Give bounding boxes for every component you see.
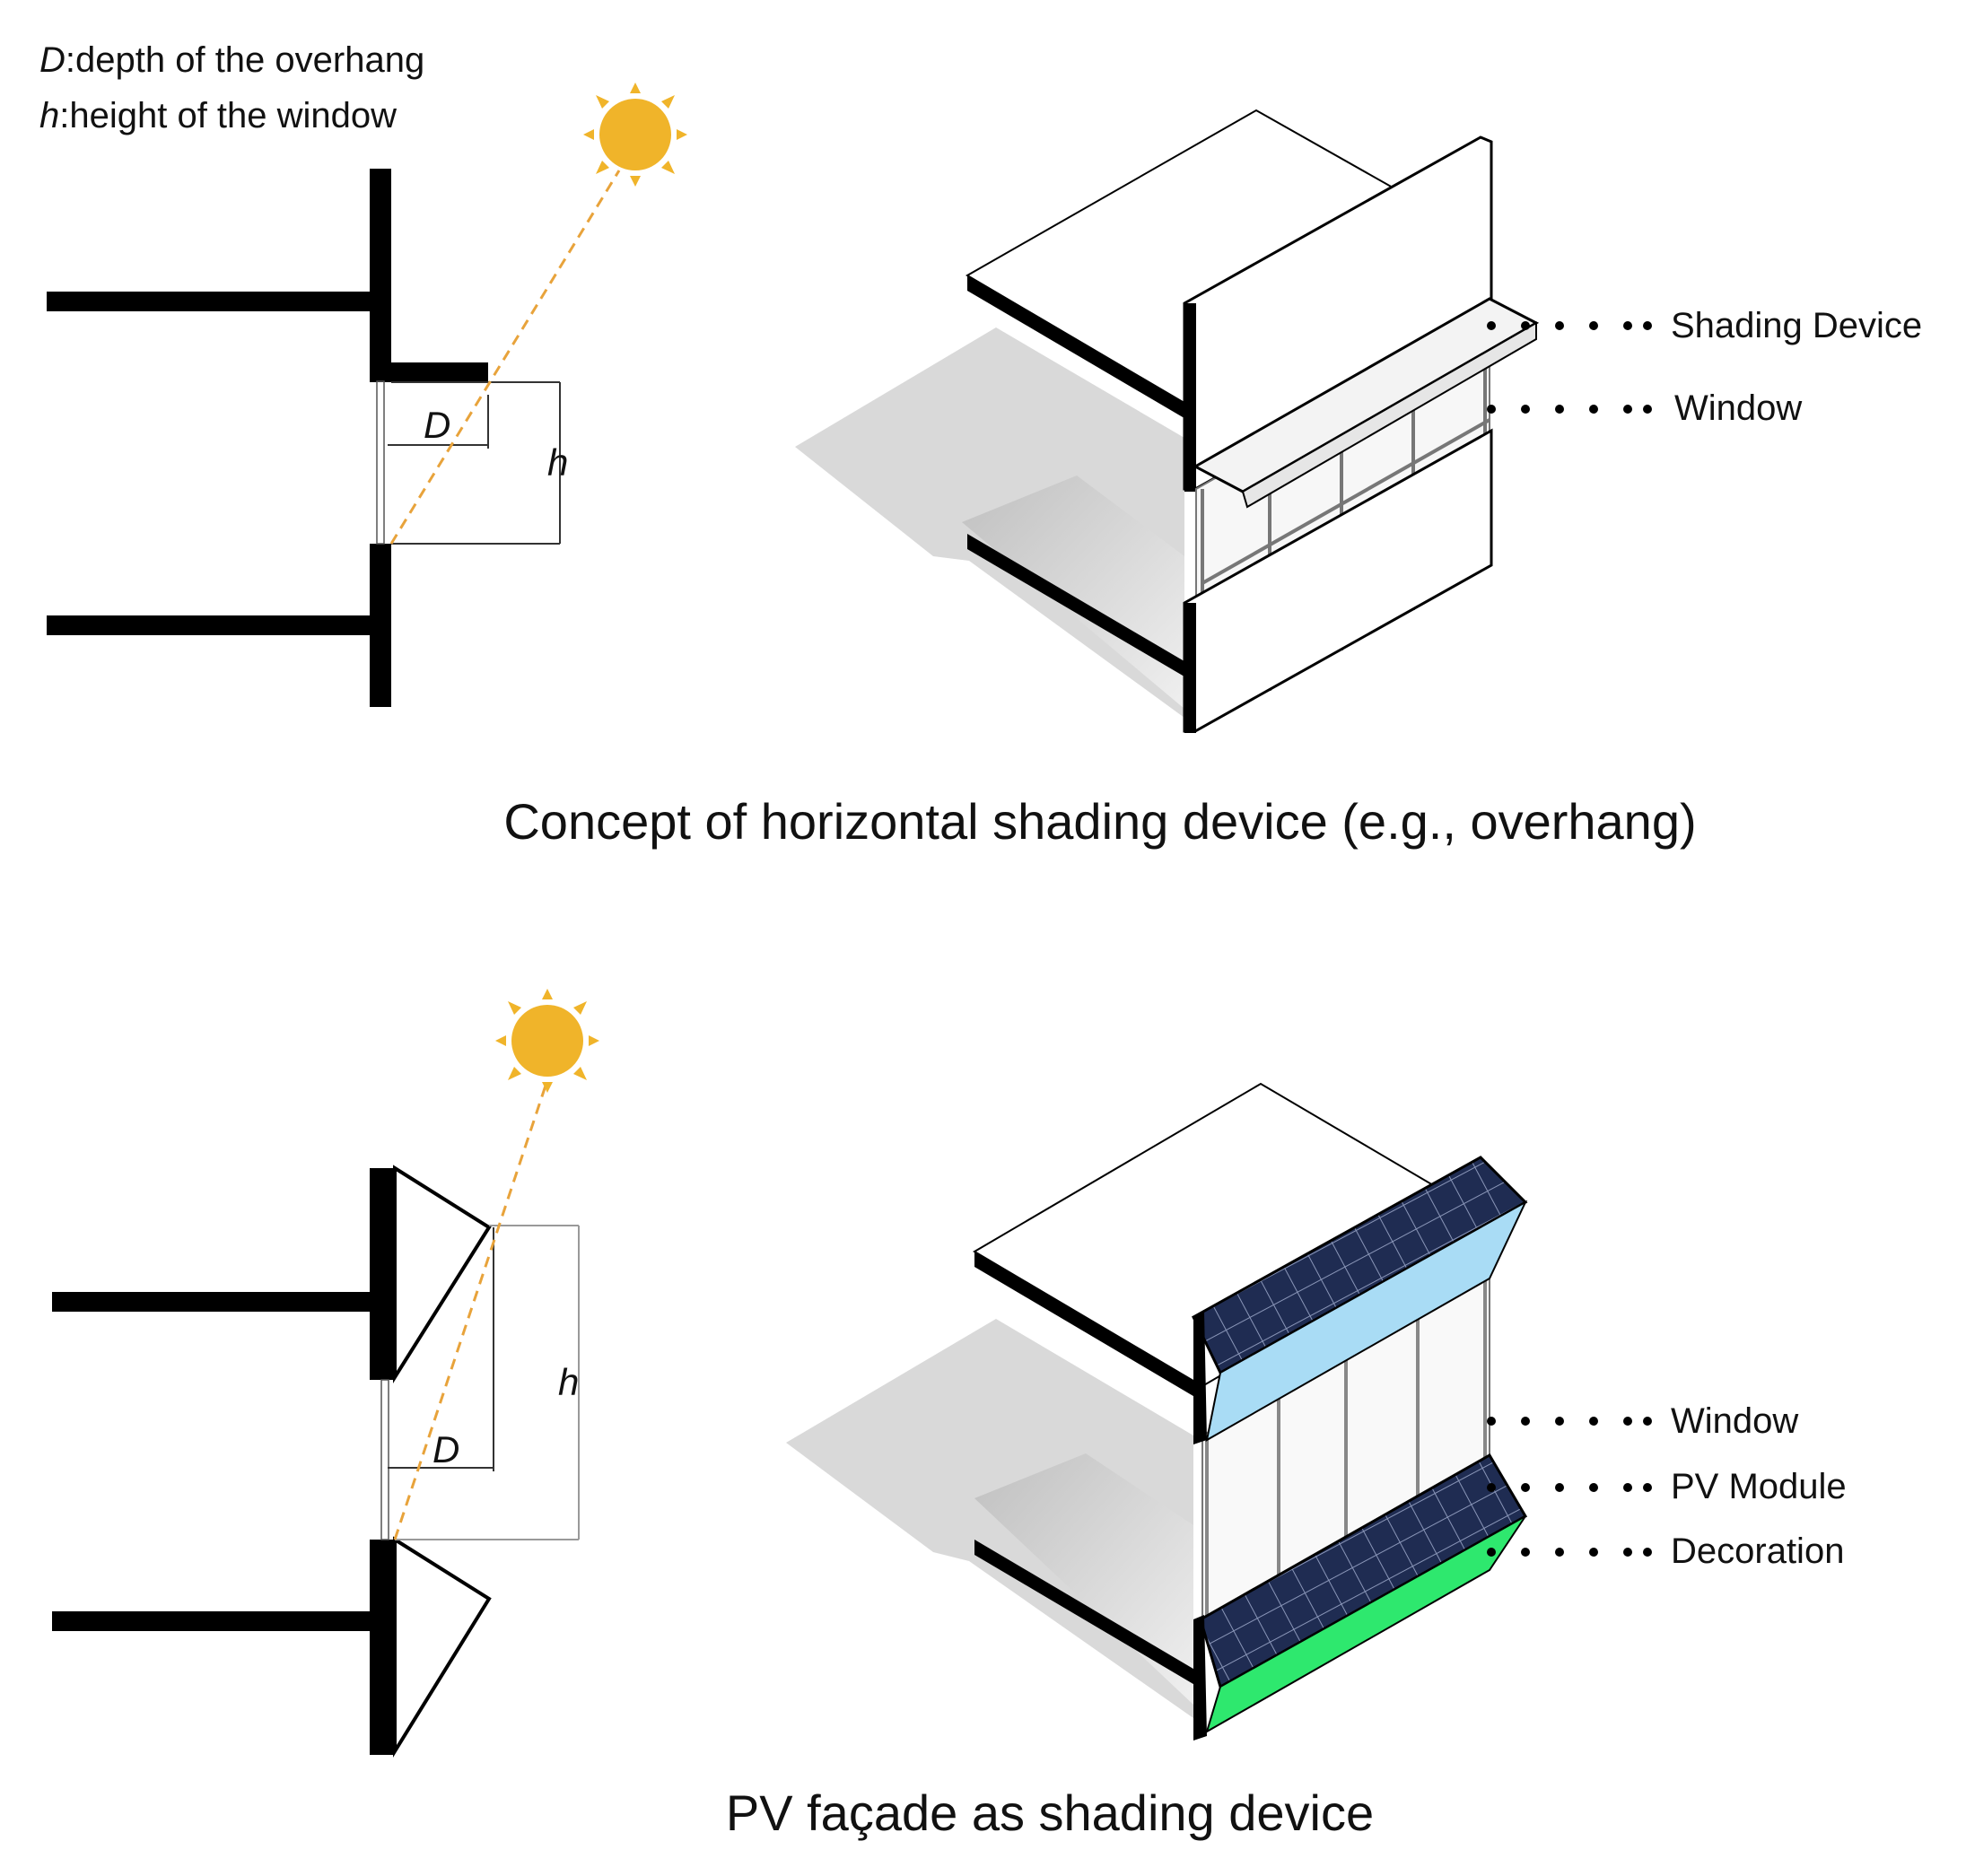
top-sun-ray	[389, 170, 621, 545]
top-caption: Concept of horizontal shading device (e.…	[503, 793, 1696, 850]
bottom-callout-decoration: Decoration	[1671, 1531, 1844, 1571]
bottom-height-dimension	[395, 1225, 580, 1540]
legend-height-symbol: h	[39, 96, 59, 135]
bottom-callout-window: Window	[1671, 1401, 1798, 1441]
bottom-section-drawing	[52, 1085, 580, 1758]
top-overhang	[370, 362, 488, 382]
bottom-depth-dimension	[388, 1227, 494, 1471]
legend-depth-symbol: D	[39, 40, 66, 80]
top-window-glass	[376, 380, 385, 545]
bottom-caption: PV façade as shading device	[726, 1784, 1374, 1841]
bottom-height-label: h	[558, 1361, 579, 1403]
legend-height: h:height of the window	[39, 96, 397, 135]
bottom-window-glass	[380, 1379, 389, 1540]
legend-height-text: :height of the window	[59, 96, 397, 135]
bottom-upper-wall	[370, 1168, 395, 1380]
bottom-callout-pv-module: PV Module	[1671, 1467, 1847, 1506]
top-height-label: h	[547, 441, 568, 484]
legend-depth: D:depth of the overhang	[39, 40, 424, 80]
sun-icon	[495, 989, 599, 1093]
bottom-lower-floor-slab	[52, 1611, 384, 1631]
bottom-window-callout-dots	[1487, 1417, 1652, 1426]
bottom-isometric-building	[786, 1082, 1528, 1741]
top-height-dimension	[391, 381, 561, 545]
top-callout-shading-device: Shading Device	[1671, 306, 1922, 345]
bottom-decoration-callout-dots	[1487, 1548, 1652, 1557]
bottom-pv-callout-dots	[1487, 1483, 1652, 1492]
top-section-drawing	[47, 169, 621, 707]
bottom-depth-label: D	[433, 1428, 459, 1470]
top-depth-label: D	[424, 404, 450, 446]
bottom-upper-blue-panel	[1205, 1200, 1528, 1442]
bottom-decoration-panel	[1205, 1515, 1526, 1734]
bottom-upper-floor-slab	[52, 1292, 384, 1312]
top-isometric-building	[795, 109, 1540, 733]
bottom-sun-ray	[393, 1085, 547, 1540]
bottom-lower-pv-wedge	[393, 1536, 492, 1758]
top-upper-wall	[370, 169, 391, 381]
bottom-lower-wall	[370, 1540, 395, 1755]
top-shading-callout-dots	[1487, 321, 1652, 330]
sun-icon	[583, 83, 687, 187]
legend-depth-text: :depth of the overhang	[66, 40, 424, 80]
top-depth-dimension	[388, 395, 489, 449]
bottom-upper-pv-wedge	[393, 1165, 492, 1383]
bottom-lower-slab	[974, 1540, 1202, 1689]
top-upper-floor-slab	[47, 292, 379, 311]
top-callout-window: Window	[1674, 388, 1802, 428]
top-lower-slab	[967, 534, 1193, 682]
top-window-callout-dots	[1487, 405, 1652, 414]
top-lower-floor-slab	[47, 615, 379, 635]
